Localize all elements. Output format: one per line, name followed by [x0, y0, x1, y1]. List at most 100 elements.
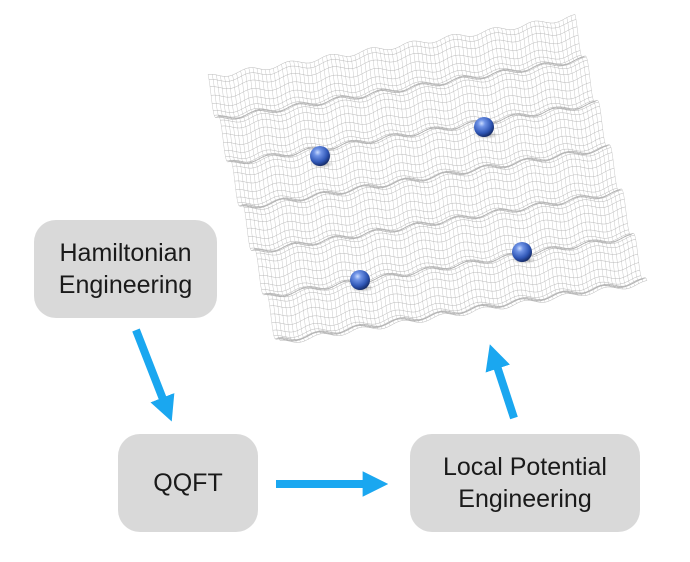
lattice-mesh	[207, 14, 648, 343]
mesh-line	[497, 27, 570, 294]
mesh-line	[252, 67, 326, 334]
local-potential-engineering-box: Local Potential Engineering	[410, 434, 640, 532]
mesh-line	[370, 47, 444, 314]
mesh-line	[330, 54, 403, 321]
arrows-group	[132, 328, 518, 497]
mesh-line	[415, 40, 489, 308]
mesh-line	[485, 30, 558, 297]
mesh-line	[550, 22, 623, 290]
mesh-line	[521, 26, 595, 293]
arrow-hamiltonian-to-qqft	[132, 328, 175, 422]
mesh-line	[423, 42, 497, 309]
mesh-line	[436, 41, 509, 308]
mesh-line	[570, 15, 644, 282]
mesh-line	[529, 22, 603, 289]
mesh-line	[407, 42, 480, 309]
mesh-line	[489, 28, 562, 296]
mesh-line	[346, 56, 419, 323]
mesh-line	[326, 55, 399, 322]
mesh-line	[399, 46, 472, 313]
mesh-line	[228, 101, 596, 164]
mesh-line	[215, 57, 583, 120]
mesh-line	[256, 68, 330, 335]
mesh-line	[211, 35, 579, 98]
mesh-line	[236, 73, 309, 340]
mesh-line	[313, 61, 387, 328]
mesh-line	[216, 74, 289, 341]
atom-sphere	[512, 242, 532, 262]
mesh-line	[249, 183, 617, 246]
atom-sphere	[350, 270, 370, 290]
mesh-line	[395, 48, 468, 315]
mesh-line	[342, 55, 415, 322]
mesh-line	[444, 37, 517, 304]
mesh-line	[244, 68, 317, 336]
mesh-line	[534, 21, 607, 288]
mesh-line	[240, 70, 313, 337]
mesh-line	[574, 14, 648, 281]
mesh-line	[411, 41, 485, 308]
mesh-line	[383, 49, 456, 316]
mesh-line	[277, 66, 350, 333]
hamiltonian-line2: Engineering	[58, 271, 193, 299]
mesh-line	[334, 54, 407, 321]
mesh-line	[354, 54, 427, 322]
mesh-line	[268, 239, 636, 302]
mesh-line	[358, 53, 432, 320]
mesh-line	[248, 67, 321, 334]
mesh-line	[211, 74, 285, 341]
mesh-line	[505, 29, 578, 296]
mesh-line	[432, 42, 505, 309]
qqft-box: QQFT	[118, 434, 258, 532]
mesh-line	[375, 47, 448, 314]
mesh-line	[225, 96, 593, 159]
mesh-line	[264, 69, 338, 336]
mesh-line	[207, 14, 576, 77]
mesh-line	[289, 61, 362, 328]
mesh-line	[234, 120, 602, 184]
hamiltonian-line1: Hamiltonian	[59, 239, 192, 267]
local-potential-line1: Local Potential	[442, 453, 607, 481]
mesh-line	[366, 48, 440, 316]
mesh-line	[309, 62, 383, 329]
mesh-line	[270, 253, 638, 317]
mesh-line	[542, 21, 615, 288]
mesh-line	[525, 24, 599, 291]
mesh-line	[350, 56, 423, 323]
mesh-line	[273, 68, 346, 335]
mesh-line	[554, 22, 627, 289]
mesh-line	[566, 17, 639, 284]
mesh-line	[419, 41, 493, 308]
mesh-line	[232, 106, 600, 169]
mesh-line	[403, 44, 476, 311]
mesh-line	[220, 75, 293, 342]
mesh-line	[538, 20, 611, 288]
mesh-line	[513, 29, 586, 296]
mesh-line	[379, 48, 452, 315]
arrow-local-to-lattice	[485, 344, 518, 420]
mesh-line	[273, 275, 641, 338]
mesh-line	[322, 57, 395, 324]
mesh-line	[562, 19, 635, 286]
mesh-line	[224, 76, 297, 343]
mesh-line	[228, 76, 301, 343]
mesh-line	[546, 22, 619, 289]
mesh-line	[232, 74, 305, 342]
mesh-line	[260, 69, 334, 336]
mesh-line	[264, 234, 632, 297]
local-potential-line2: Engineering	[458, 485, 592, 513]
mesh-line	[269, 69, 342, 336]
mesh-line	[501, 28, 574, 295]
mesh-line	[387, 49, 460, 316]
mesh-line	[267, 234, 635, 298]
mesh-line	[281, 64, 354, 331]
mesh-line	[213, 50, 581, 113]
mesh-line	[428, 42, 501, 310]
atoms-group	[310, 117, 536, 292]
hamiltonian-engineering-box: Hamiltonian Engineering	[34, 220, 217, 318]
mesh-line	[261, 229, 629, 292]
mesh-line	[472, 36, 546, 303]
mesh-line	[207, 74, 281, 341]
